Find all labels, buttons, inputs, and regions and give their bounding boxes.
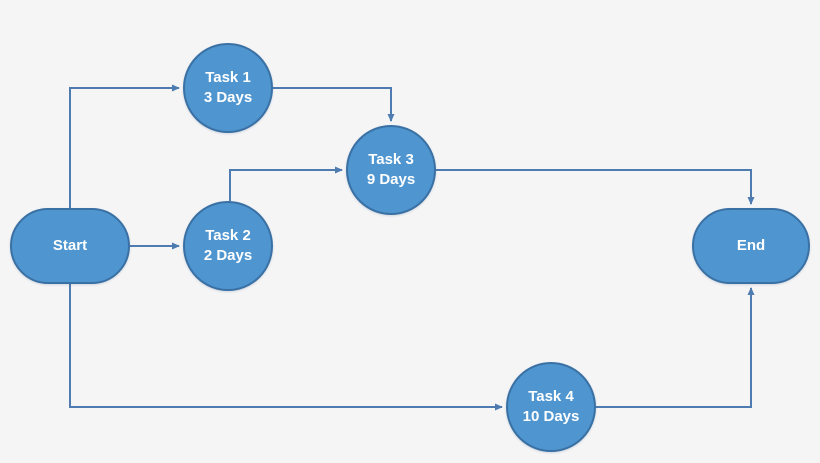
node-task3: Task 3 9 Days: [346, 125, 436, 215]
node-task3-duration: 9 Days: [366, 171, 416, 188]
node-task1-duration: 3 Days: [203, 89, 253, 106]
connector-task4-end: [596, 287, 755, 408]
node-end-label: End: [736, 237, 766, 254]
node-task1-title: Task 1: [205, 69, 251, 86]
connector-task2-task3: [229, 166, 343, 201]
connector-task1-task3: [273, 87, 395, 122]
node-task3-title: Task 3: [368, 151, 414, 168]
node-task2-title: Task 2: [205, 227, 251, 244]
node-start: Start: [10, 208, 130, 284]
node-task4: Task 4 10 Days: [506, 362, 596, 452]
node-task4-title: Task 4: [528, 388, 574, 405]
node-task1: Task 1 3 Days: [183, 43, 273, 133]
connector-start-task1: [69, 84, 180, 208]
node-task4-duration: 10 Days: [522, 408, 580, 425]
node-task2: Task 2 2 Days: [183, 201, 273, 291]
node-end: End: [692, 208, 810, 284]
connector-start-task4: [69, 284, 503, 411]
node-task2-duration: 2 Days: [203, 247, 253, 264]
node-start-label: Start: [52, 237, 88, 254]
connector-task3-end: [436, 169, 755, 205]
